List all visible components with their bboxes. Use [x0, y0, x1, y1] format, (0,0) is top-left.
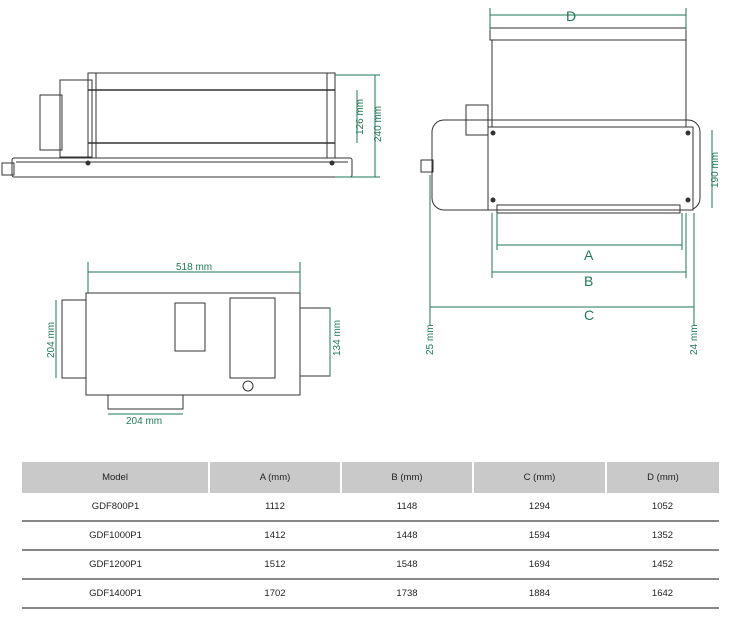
dim-d: D — [566, 8, 576, 24]
end-view: 518 mm 204 mm 134 mm 204 mm — [46, 262, 343, 427]
table-cell: 1448 — [341, 521, 473, 551]
table-cell: 1148 — [341, 493, 473, 522]
dim-25: 25 mm — [425, 324, 436, 355]
dim-126: 126 mm — [355, 99, 366, 135]
dim-b: B — [584, 273, 593, 289]
table-cell: 1694 — [473, 550, 606, 580]
dim-190: 190 mm — [710, 152, 721, 188]
table-cell: 1294 — [473, 493, 606, 522]
header-a: A (mm) — [208, 462, 341, 493]
dim-518: 518 mm — [176, 262, 212, 273]
table-cell: GDF1200P1 — [22, 550, 209, 580]
table-cell: 1352 — [606, 521, 719, 551]
header-d: D (mm) — [605, 462, 719, 493]
dim-204-left: 204 mm — [46, 322, 57, 358]
table-cell: 1112 — [209, 493, 341, 522]
side-view: 126 mm 240 mm — [1, 72, 384, 178]
header-c: C (mm) — [472, 462, 606, 493]
header-b: B (mm) — [340, 462, 473, 493]
table-cell: 1702 — [209, 579, 341, 609]
table-cell: 1738 — [341, 579, 473, 609]
table-cell: 1884 — [473, 579, 606, 609]
table-cell: GDF800P1 — [22, 493, 209, 522]
table-cell: 1642 — [606, 579, 719, 609]
dimensions-table: Model A (mm) B (mm) C (mm) D (mm) GDF800… — [22, 462, 719, 609]
table-cell: 1452 — [606, 550, 719, 580]
dim-134: 134 mm — [332, 320, 343, 356]
dim-240: 240 mm — [373, 106, 384, 142]
table-cell: 1594 — [473, 521, 606, 551]
dim-204-bottom: 204 mm — [126, 416, 162, 427]
table-cell: GDF1400P1 — [22, 579, 209, 609]
dimension-drawing: 126 mm 240 mm D A B C 190 mm 25 mm 24 mm… — [1, 8, 721, 427]
table-cell: 1512 — [209, 550, 341, 580]
front-view: D A B C 190 mm 25 mm 24 mm — [420, 8, 721, 355]
table-cell: 1052 — [606, 493, 719, 522]
dim-c: C — [584, 307, 594, 323]
table-cell: GDF1000P1 — [22, 521, 209, 551]
header-model: Model — [22, 462, 209, 493]
table-cell: 1412 — [209, 521, 341, 551]
table-cell: 1548 — [341, 550, 473, 580]
dim-a: A — [584, 247, 594, 263]
dim-24: 24 mm — [689, 324, 700, 355]
